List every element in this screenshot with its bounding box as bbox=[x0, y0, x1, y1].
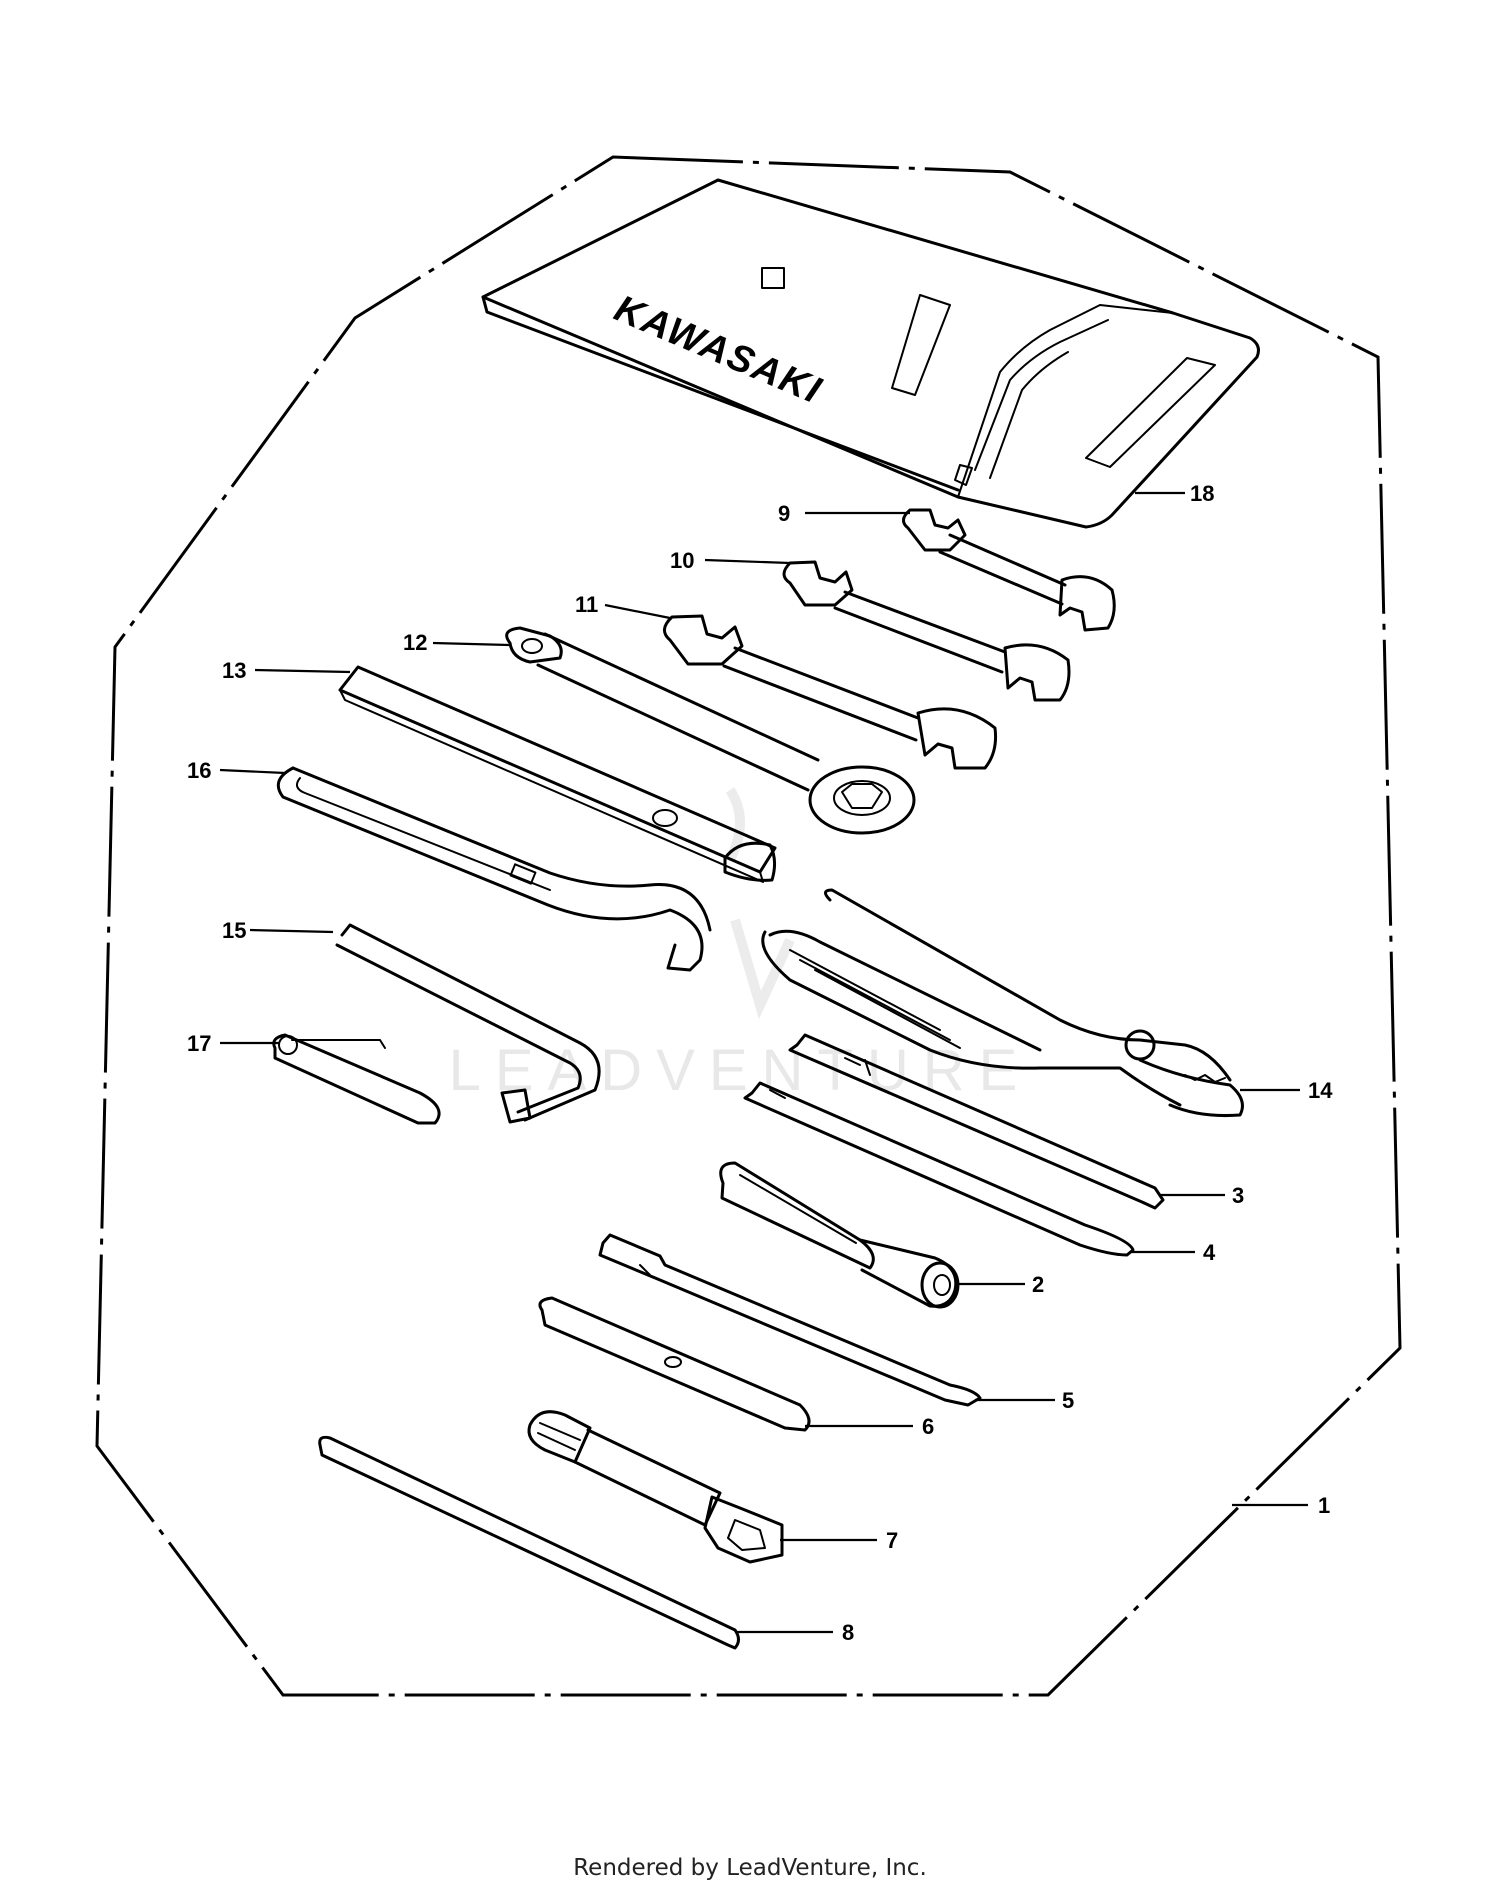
flat-bar bbox=[338, 665, 777, 883]
hex-key bbox=[335, 923, 601, 1124]
callout-16: 16 bbox=[187, 758, 211, 783]
callout-8: 8 bbox=[842, 1620, 854, 1645]
callout-17: 17 bbox=[187, 1031, 211, 1056]
callout-10: 10 bbox=[670, 548, 694, 573]
screwdriver-handle bbox=[719, 1161, 960, 1309]
callout-11: 11 bbox=[575, 592, 598, 617]
flat-screwdriver bbox=[743, 1081, 1135, 1257]
callout-14: 14 bbox=[1308, 1078, 1333, 1103]
hook-spanner-wrench bbox=[276, 766, 712, 972]
tool-bag: KAWASAKI bbox=[481, 178, 1260, 529]
tommy-bar bbox=[318, 1435, 740, 1650]
callout-12: 12 bbox=[403, 630, 427, 655]
spark-plug-socket bbox=[527, 1410, 784, 1564]
footer-credit: Rendered by LeadVenture, Inc. bbox=[573, 1855, 927, 1881]
box-end-wrench bbox=[505, 626, 916, 835]
callout-5: 5 bbox=[1062, 1388, 1074, 1413]
open-end-wrench-small bbox=[902, 508, 1116, 632]
open-end-wrench-medium bbox=[782, 560, 1071, 702]
callout-2: 2 bbox=[1032, 1272, 1044, 1297]
pliers bbox=[761, 888, 1244, 1118]
watermark-text: LEADVENTURE bbox=[449, 1038, 1032, 1103]
screwdriver-shaft bbox=[598, 1233, 982, 1407]
flat-plate bbox=[538, 1296, 811, 1432]
open-end-wrench-large bbox=[663, 614, 997, 770]
callout-3: 3 bbox=[1232, 1183, 1244, 1208]
callout-18: 18 bbox=[1190, 481, 1214, 506]
callout-9: 9 bbox=[778, 501, 790, 526]
callout-7: 7 bbox=[886, 1528, 898, 1553]
phillips-screwdriver bbox=[788, 1033, 1165, 1210]
callout-15: 15 bbox=[222, 918, 246, 943]
callout-1: 1 bbox=[1318, 1493, 1330, 1518]
callout-6: 6 bbox=[922, 1414, 934, 1439]
feeler-gauge bbox=[272, 1033, 441, 1125]
callout-labels: 1 2 3 4 5 6 7 8 9 10 11 12 13 14 15 16 1… bbox=[187, 481, 1333, 1645]
callout-13: 13 bbox=[222, 658, 246, 683]
leader-lines bbox=[219, 491, 1308, 1634]
tool-kit-outline bbox=[95, 155, 1402, 1697]
bag-brand-logo: KAWASAKI bbox=[608, 288, 828, 413]
callout-4: 4 bbox=[1203, 1240, 1216, 1265]
